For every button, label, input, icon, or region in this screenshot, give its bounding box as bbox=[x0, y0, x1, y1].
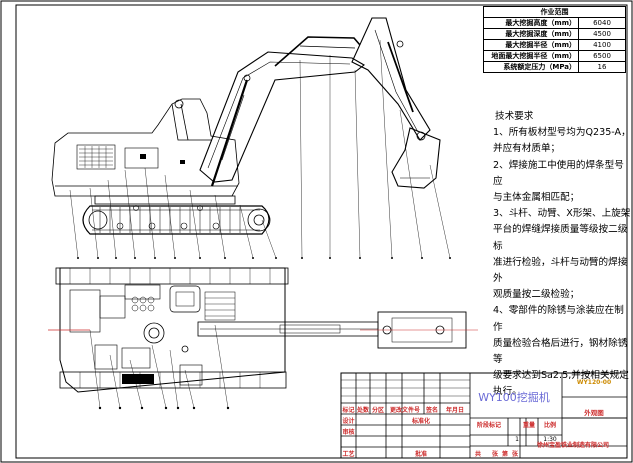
tech-line: 准进行检验，斗杆与动臂的焊接外 bbox=[493, 256, 628, 285]
spec-table-title: 作业范围 bbox=[483, 6, 626, 18]
technical-requirements: 技术要求 1、所有板材型号均为Q235-A， 并应有材质单； 2、焊接施工中使用… bbox=[493, 109, 633, 401]
label-standardization: 标准化 bbox=[411, 418, 430, 425]
label-ratio: 比例 bbox=[543, 422, 556, 429]
company-name: 徐州宝盈铁业制造有限公司 bbox=[536, 442, 609, 449]
top-track-lower bbox=[59, 371, 287, 389]
spec-row: 地面最大挖掘半径（mm） 6500 bbox=[483, 50, 626, 62]
boom-cylinder bbox=[210, 79, 249, 187]
header-change-doc: 更改文件号 bbox=[389, 407, 420, 414]
track-frame bbox=[82, 205, 270, 235]
label-design: 设计 bbox=[342, 418, 355, 425]
top-engine bbox=[69, 289, 101, 333]
label-process: 工艺 bbox=[342, 451, 355, 458]
track-links bbox=[92, 207, 260, 233]
top-view bbox=[48, 267, 478, 410]
tech-line: 与主体金属相匹配； bbox=[493, 192, 580, 204]
label-approve: 批准 bbox=[414, 451, 427, 458]
spec-value: 6040 bbox=[578, 17, 626, 29]
label-sheet-word-2: 张 bbox=[511, 451, 518, 458]
spec-name: 最大挖掘深度（mm） bbox=[483, 28, 579, 40]
header-mark: 标记 bbox=[342, 407, 355, 414]
tech-line: 执行。 bbox=[493, 386, 522, 398]
spec-name: 最大挖掘高度（mm） bbox=[483, 17, 579, 29]
header-date: 年月日 bbox=[445, 407, 464, 414]
scale-value: 1:30 bbox=[543, 436, 557, 443]
engine-housing bbox=[51, 98, 240, 197]
drawing-number: WY120-00 bbox=[576, 379, 612, 386]
spec-value: 4500 bbox=[578, 28, 626, 40]
engine-grille bbox=[76, 144, 116, 170]
spec-row: 系统额定压力（MPa） 16 bbox=[483, 61, 626, 73]
idler-wheel bbox=[247, 208, 271, 232]
spec-row: 最大挖掘深度（mm） 4500 bbox=[483, 28, 626, 40]
tech-line: 质量检验合格后进行，钢材除锈等 bbox=[493, 337, 628, 366]
slew-ring bbox=[143, 322, 165, 344]
label-stage-mark: 阶段标记 bbox=[476, 422, 501, 429]
tech-line: 3、斗杆、动臂、X形架、上旋架 bbox=[493, 208, 631, 220]
top-cab bbox=[169, 285, 201, 313]
product-name: WY100挖掘机 bbox=[478, 391, 550, 404]
header-count: 处数 bbox=[356, 407, 369, 414]
spec-name: 系统额定压力（MPa） bbox=[483, 61, 579, 73]
side-panel bbox=[124, 147, 159, 169]
spec-row: 最大挖掘半径（mm） 4100 bbox=[483, 39, 626, 51]
header-zone: 分区 bbox=[371, 407, 384, 414]
spec-value: 4100 bbox=[578, 39, 626, 51]
spec-value: 6500 bbox=[578, 50, 626, 62]
spec-table: 作业范围 最大挖掘高度（mm） 6040 最大挖掘深度（mm） 4500 最大挖… bbox=[483, 6, 626, 73]
arm bbox=[351, 17, 431, 141]
tech-title: 技术要求 bbox=[495, 111, 534, 122]
turntable bbox=[94, 195, 236, 205]
tech-line: 观质量按二级检验； bbox=[493, 289, 580, 301]
spec-row: 最大挖掘高度（mm） 6040 bbox=[483, 17, 626, 29]
label-review: 审核 bbox=[342, 429, 355, 436]
top-body bbox=[59, 267, 286, 393]
arm-cylinder bbox=[274, 36, 361, 67]
spec-value: 16 bbox=[578, 61, 626, 73]
top-track-upper bbox=[55, 267, 289, 285]
tech-line: 平台的焊缝焊接质量等级按二级标 bbox=[493, 224, 628, 252]
tech-line: 4、零部件的除锈与涂装应在制作 bbox=[493, 305, 624, 333]
tech-line: 级要求达到Sa2.5,并按相关规定 bbox=[493, 370, 629, 382]
boom bbox=[199, 51, 365, 183]
tech-line: 2、焊接施工中使用的焊条型号应 bbox=[493, 159, 624, 187]
side-view bbox=[51, 17, 451, 259]
tech-line: 1、所有板材型号均为Q235-A， bbox=[493, 127, 631, 139]
header-signature: 签名 bbox=[425, 407, 438, 414]
label-sheets-total: 共 bbox=[474, 451, 481, 458]
quantity-value: 1 bbox=[515, 436, 519, 443]
tech-line: 并应有材质单； bbox=[493, 143, 561, 155]
label-weight: 重量 bbox=[522, 422, 535, 429]
bucket bbox=[391, 127, 441, 189]
cab bbox=[171, 103, 211, 141]
label-sheet-word: 张 bbox=[491, 451, 498, 458]
title-block-grid bbox=[340, 372, 628, 459]
spec-name: 地面最大挖掘半径（mm） bbox=[483, 50, 579, 62]
label-sheet-no: 第 bbox=[501, 451, 508, 458]
spec-name: 最大挖掘半径（mm） bbox=[483, 39, 579, 51]
inner-border bbox=[15, 4, 628, 459]
bucket-cylinder bbox=[387, 41, 414, 113]
drawing-name: 外观图 bbox=[584, 409, 604, 417]
